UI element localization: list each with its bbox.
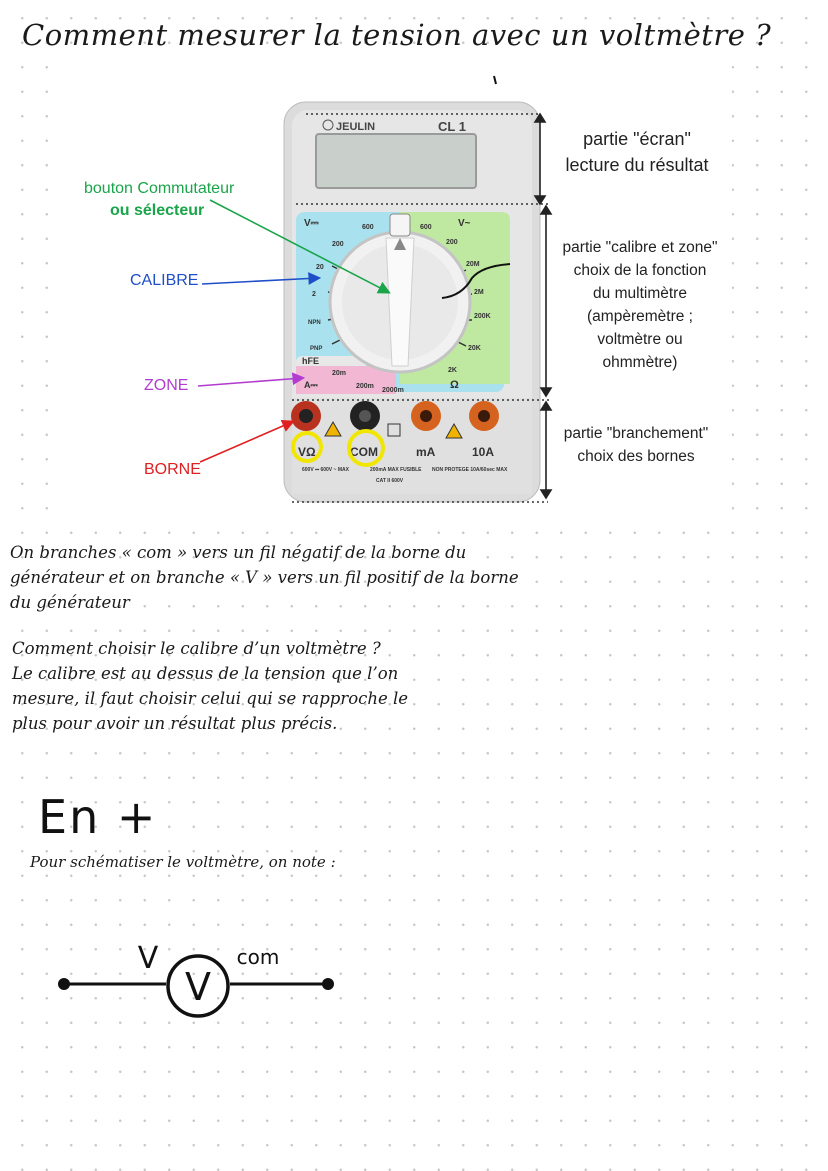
en-plus-heading: En + — [38, 790, 158, 844]
dial-value: 2K — [448, 367, 457, 374]
arrow-commutateur — [209, 199, 391, 294]
multimeter-illustration: JEULIN CL 1 V⎓ V~ 600 200 20 2 600 200 2… — [197, 75, 553, 503]
brand-text: JEULIN — [336, 121, 375, 133]
label-commutateur-line2: ou sélecteur — [110, 202, 205, 219]
dial-value: 20K — [468, 345, 481, 352]
dial-value: 200m — [356, 383, 374, 390]
dial-value: 200K — [474, 313, 491, 320]
schema-caption: Pour schématiser le voltmètre, on note : — [30, 853, 336, 871]
arrow-calibre — [201, 272, 322, 285]
highlight-com — [347, 429, 385, 467]
dial-value: 2 — [312, 291, 316, 298]
lcd-screen — [315, 133, 477, 189]
knob-grip — [385, 237, 415, 367]
jeulin-logo-icon — [322, 119, 334, 131]
highlight-v — [291, 431, 323, 463]
arrow-zone — [197, 372, 306, 387]
warning-icon — [445, 422, 463, 439]
dial-value: 20M — [466, 261, 480, 268]
terminal-10a-label: 10A — [472, 445, 494, 459]
node-left — [58, 978, 70, 990]
note-calibre-zone: partie "calibre et zone" choix de la fon… — [562, 239, 718, 371]
dial-value: 200 — [446, 239, 458, 246]
hfe-label: hFE — [302, 356, 319, 366]
vdc-label: V⎓ — [304, 218, 319, 229]
note-ecran: partie "écran" lecture du résultat — [565, 129, 709, 175]
knob-pointer-icon — [394, 238, 406, 250]
paragraph-calibre: Comment choisir le calibre d’un voltmètr… — [12, 639, 409, 733]
multimeter-figure: JEULIN CL 1 V⎓ V~ 600 200 20 2 600 200 2… — [70, 66, 732, 518]
dial-value: 20m — [332, 370, 346, 377]
adc-label: A⎓ — [304, 380, 318, 390]
spec-text: 600V ⎓ 600V ~ MAX — [302, 467, 350, 473]
dial-value: 600 — [420, 224, 432, 231]
warning-icon — [324, 420, 342, 437]
page-title: Comment mesurer la tension avec un voltm… — [22, 18, 772, 52]
schema-left-label: V — [138, 941, 159, 976]
model-text: CL 1 — [438, 119, 466, 134]
pnp-label: PNP — [310, 346, 322, 352]
terminal-v-label: VΩ — [298, 445, 316, 459]
dial-value: Ω — [450, 379, 459, 391]
terminals — [291, 401, 499, 431]
label-commutateur-line1: bouton Commutateur — [84, 180, 235, 197]
dial-value: 20 — [316, 264, 324, 271]
zone-pink — [296, 366, 396, 394]
voltmeter-symbol: V — [185, 965, 211, 1009]
spec-text: NON PROTEGE 10A/60sec MAX — [432, 467, 508, 473]
npn-label: NPN — [308, 320, 321, 326]
node-right — [322, 978, 334, 990]
voltmeter-circle — [166, 954, 230, 1018]
voltmeter-schematic: V V com — [58, 941, 334, 1018]
dial-value: 200 — [332, 241, 344, 248]
paragraph-branchement: On branches « com » vers un fil négatif … — [10, 543, 519, 612]
dial-value: 600 — [362, 224, 374, 231]
note-branchement: partie "branchement" choix des bornes — [563, 425, 709, 465]
dial-value: 2M — [474, 289, 484, 296]
label-calibre: CALIBRE — [130, 272, 199, 289]
arrow-borne — [199, 419, 295, 463]
spec-text: 200mA MAX FUSIBLE — [370, 467, 422, 473]
label-zone: ZONE — [144, 377, 189, 394]
spec-text: CAT II 600V — [376, 478, 404, 484]
off-switch — [389, 213, 411, 237]
terminal-ma-label: mA — [416, 445, 436, 459]
terminal-com-label: COM — [350, 445, 378, 459]
label-borne: BORNE — [144, 461, 201, 478]
dial-value: 2000m — [382, 387, 404, 394]
vac-label: V~ — [458, 218, 471, 229]
double-insulation-icon — [387, 423, 401, 437]
schema-right-label: com — [237, 945, 280, 969]
